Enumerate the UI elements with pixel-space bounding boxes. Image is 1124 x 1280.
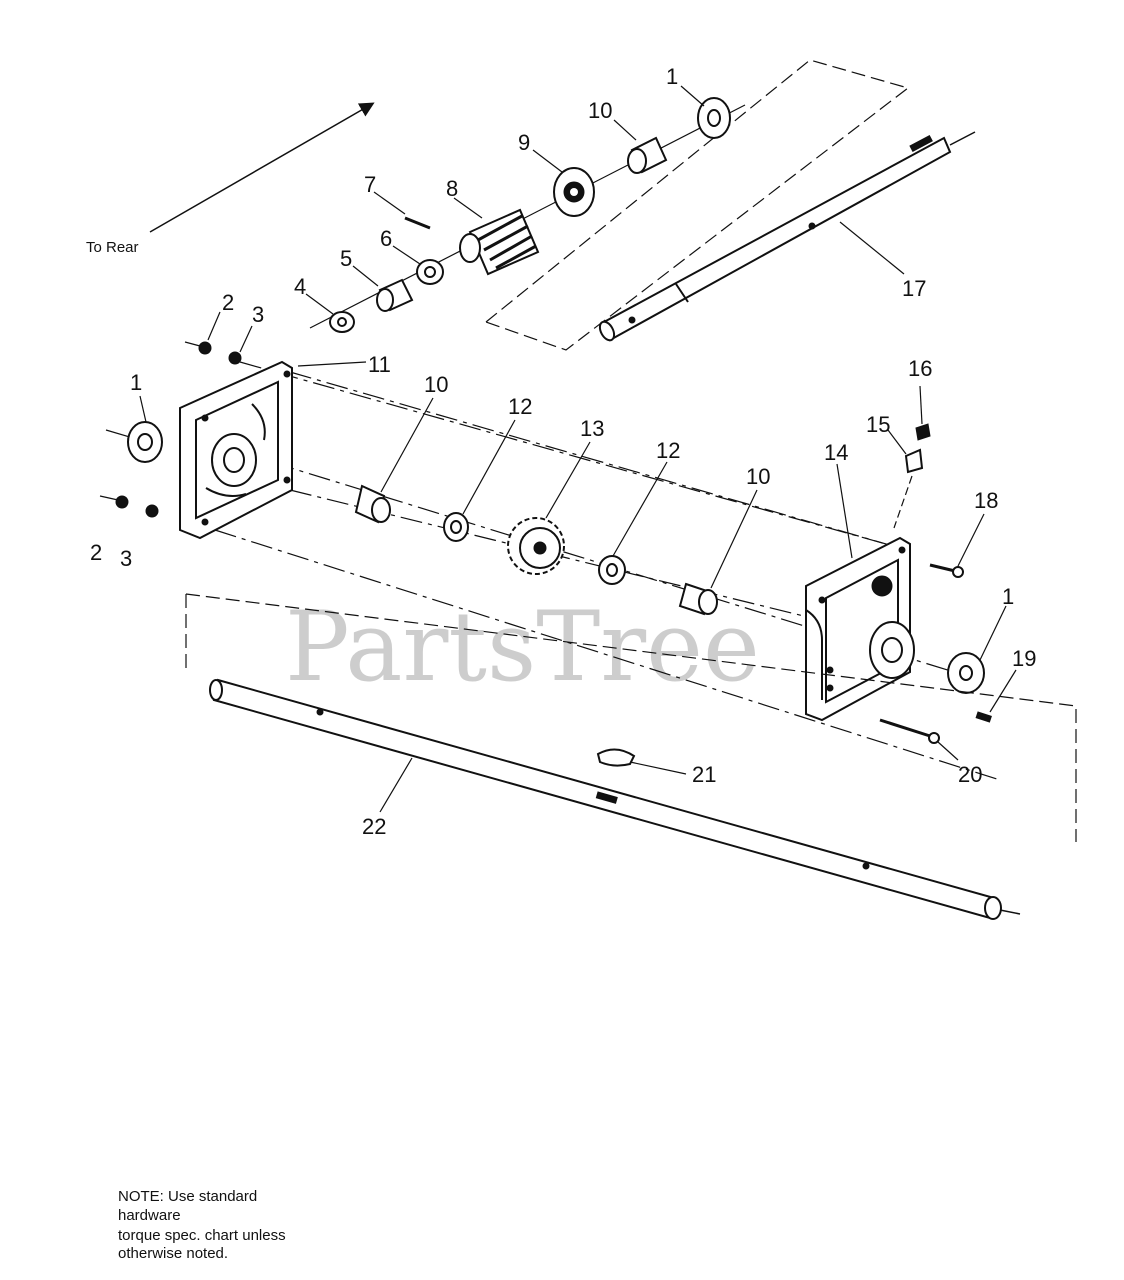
callout-label: 8 <box>446 176 458 201</box>
shaft-22 <box>209 678 1021 920</box>
nut-2-lower <box>99 495 129 509</box>
watermark: PartsTree <box>285 591 760 703</box>
callout-label: 21 <box>692 762 716 787</box>
callout-label: 19 <box>1012 646 1036 671</box>
bushing-10-left <box>354 484 391 524</box>
bearing-1-upper <box>697 97 731 139</box>
note-line: torque spec. chart unless <box>118 1227 286 1244</box>
callout-label: 7 <box>364 172 376 197</box>
callout-label: 17 <box>902 276 926 301</box>
housing-left-11 <box>179 360 293 540</box>
worm-gear-8 <box>459 208 540 276</box>
callout-label: 3 <box>252 302 264 327</box>
key-21 <box>596 748 636 767</box>
leader-lines <box>139 85 1017 813</box>
pin-7 <box>404 216 431 230</box>
nut-4 <box>329 311 355 333</box>
bushing-5 <box>376 278 414 312</box>
screw-19 <box>975 711 992 723</box>
callout-label: 1 <box>130 370 142 395</box>
note-block: NOTE: Use standard hardware torque spec.… <box>118 1188 286 1262</box>
callout-label: 10 <box>424 372 448 397</box>
callout-label: 2 <box>90 540 102 565</box>
callouts: 1 10 9 8 7 6 5 4 2 3 11 17 1 10 12 13 12… <box>90 64 1036 839</box>
direction-label: To Rear <box>86 239 139 256</box>
note-line: NOTE: Use standard <box>118 1188 257 1205</box>
fitting-16 <box>915 423 931 441</box>
callout-label: 10 <box>588 98 612 123</box>
callout-label: 18 <box>974 488 998 513</box>
callout-label: 16 <box>908 356 932 381</box>
fitting-15 <box>893 448 924 529</box>
callout-label: 20 <box>958 762 982 787</box>
callout-label: 5 <box>340 246 352 271</box>
direction-arrow <box>149 102 375 233</box>
callout-label: 11 <box>368 352 391 377</box>
bolt-18 <box>929 563 964 578</box>
callout-label: 22 <box>362 814 386 839</box>
washer-3-upper <box>228 351 242 365</box>
bolt-20 <box>879 718 940 744</box>
nut-2-upper <box>184 341 212 355</box>
callout-label: 2 <box>222 290 234 315</box>
washer-6 <box>416 259 444 285</box>
note-line: otherwise noted. <box>118 1245 228 1262</box>
callout-label: 1 <box>1002 584 1014 609</box>
shaft-17 <box>598 131 976 342</box>
gear-13 <box>507 517 565 575</box>
bearing-1-right <box>947 652 985 694</box>
bushing-10-upper <box>627 136 668 174</box>
bearing-9 <box>553 167 595 217</box>
bearing-1-left <box>105 421 163 463</box>
housing-right-14 <box>805 536 915 722</box>
callout-label: 13 <box>580 416 604 441</box>
callout-label: 4 <box>294 274 306 299</box>
washer-12-left <box>443 512 469 542</box>
callout-label: 9 <box>518 130 530 155</box>
note-line: hardware <box>118 1207 181 1224</box>
callout-label: 3 <box>120 546 132 571</box>
callout-label: 14 <box>824 440 848 465</box>
callout-label: 6 <box>380 226 392 251</box>
washer-12-right <box>598 555 626 585</box>
callout-label: 12 <box>508 394 532 419</box>
callout-label: 1 <box>666 64 678 89</box>
callout-label: 10 <box>746 464 770 489</box>
washer-3-lower <box>145 504 159 518</box>
lower-shaft-plane <box>185 593 1077 842</box>
callout-label: 15 <box>866 412 890 437</box>
bushing-10-right <box>678 582 718 616</box>
callout-label: 12 <box>656 438 680 463</box>
